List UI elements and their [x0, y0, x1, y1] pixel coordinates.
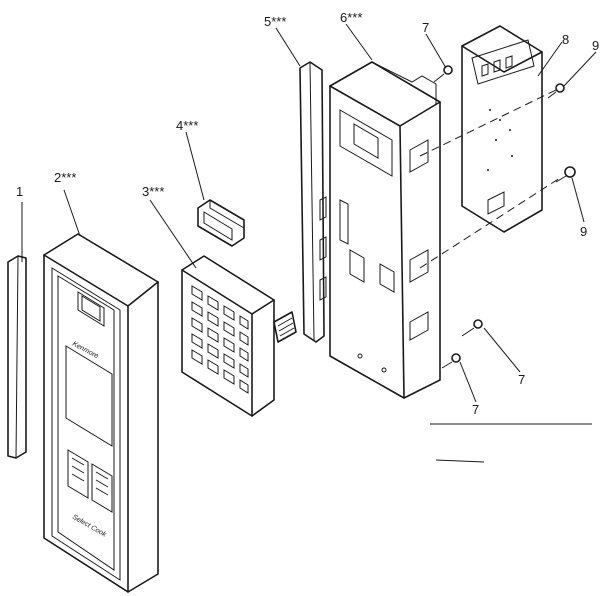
alignment-lines — [419, 87, 561, 269]
callout-7-mid: 7 — [518, 372, 525, 387]
callout-4: 4*** — [176, 118, 198, 133]
callout-3: 3*** — [142, 184, 164, 199]
part-2-control-panel-frame — [43, 233, 159, 593]
part-5-side-rail — [299, 61, 327, 343]
callout-2: 2*** — [54, 170, 76, 185]
screw-9a — [547, 83, 565, 99]
callout-7-low: 7 — [472, 402, 479, 417]
callout-7-top: 7 — [422, 20, 429, 35]
part-8-circuit-board — [461, 25, 543, 233]
scan-marks — [430, 423, 592, 463]
callout-1: 1 — [16, 184, 23, 199]
callout-9-side: 9 — [580, 224, 587, 239]
part-4-display-lens — [197, 199, 245, 247]
screws — [433, 65, 576, 369]
callout-8: 8 — [562, 32, 569, 47]
screw-9b — [555, 166, 576, 183]
screw-7c — [441, 353, 461, 369]
leader-lines — [21, 23, 597, 403]
screw-7a — [433, 65, 453, 83]
callout-9-top: 9 — [592, 38, 599, 53]
callout-6: 6*** — [340, 10, 362, 25]
screw-7b — [461, 319, 483, 337]
part-3-keypad-membrane — [181, 255, 297, 417]
part-1-trim-strip — [7, 255, 27, 459]
part-6-control-chassis — [329, 61, 441, 399]
callout-5: 5*** — [264, 14, 286, 29]
